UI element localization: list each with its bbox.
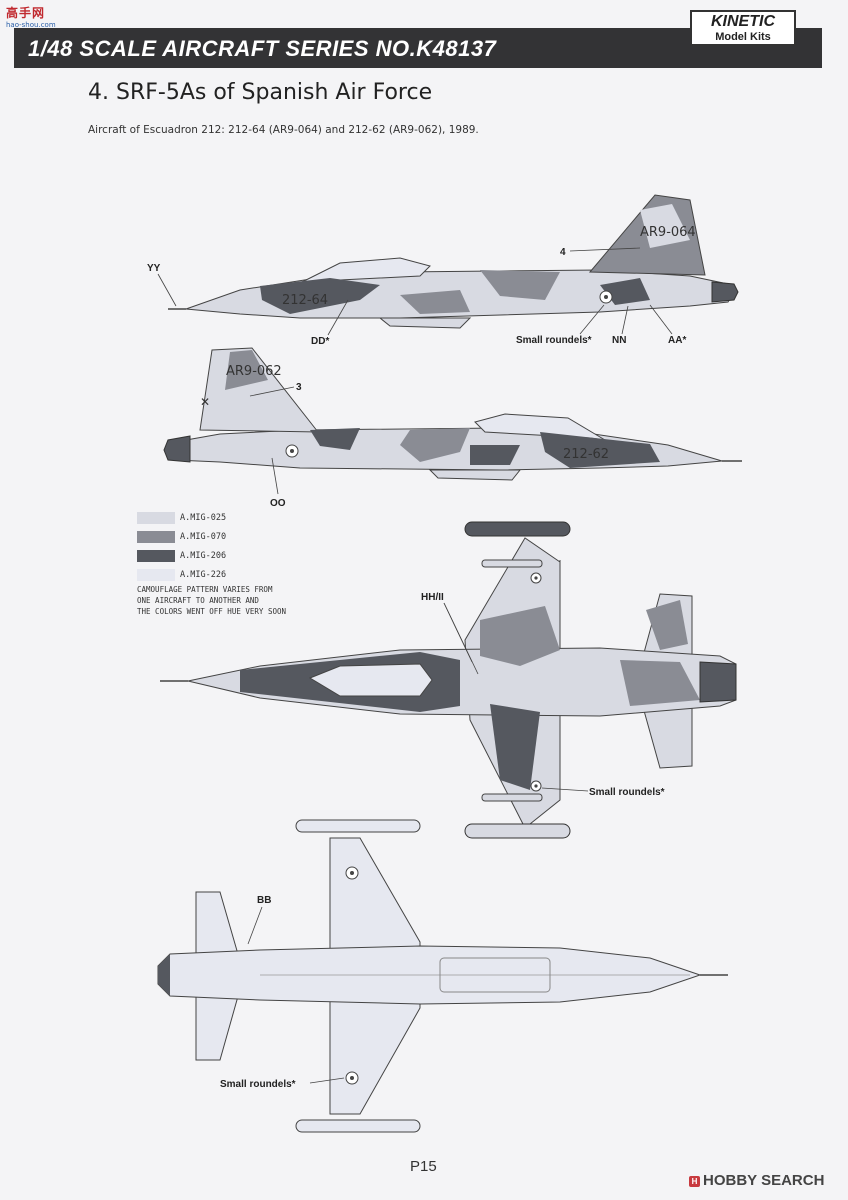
callout-4: 4: [560, 247, 566, 258]
side-view-right-profile: ✕ 212-62 AR9-062: [163, 347, 742, 481]
camouflage-note: CAMOUFLAGE PATTERN VARIES FROM ONE AIRCR…: [137, 585, 287, 616]
svg-text:✕: ✕: [200, 395, 210, 409]
legend-item: A.MIG-070: [137, 527, 226, 546]
callout-oo: OO: [270, 498, 286, 509]
hobby-search-icon: H: [689, 1176, 700, 1187]
bottom-view-planform: [157, 819, 728, 1133]
side-view-left-profile: 212-64 AR9-064: [168, 194, 739, 329]
scheme-title: 4. SRF-5As of Spanish Air Force: [88, 80, 433, 105]
kinetic-logo: KINETIC Model Kits: [690, 10, 796, 46]
color-swatch: [137, 568, 175, 581]
brand-subtitle: Model Kits: [715, 31, 771, 43]
callout-yy: YY: [147, 263, 161, 274]
brand-name: KINETIC: [711, 13, 775, 30]
legend-item: A.MIG-226: [137, 565, 226, 584]
watermark-logo: 高手网 hao-shou.com: [6, 6, 56, 29]
registration-side-1: 212-64: [282, 293, 328, 308]
tail-code-1: AR9-064: [640, 225, 696, 240]
callout-dd: DD*: [311, 336, 329, 347]
callout-small-roundels-2: Small roundels*: [589, 787, 665, 798]
series-header-bar: [14, 28, 822, 68]
callout-3: 3: [296, 382, 302, 393]
legend-item: A.MIG-206: [137, 546, 226, 565]
hobby-search-text: HOBBY SEARCH: [703, 1172, 825, 1189]
callout-nn: NN: [612, 335, 626, 346]
top-view-planform: [160, 521, 737, 839]
callout-hh-ii: HH/II: [421, 592, 444, 603]
registration-side-2: 212-62: [563, 447, 609, 462]
callout-small-roundels-3: Small roundels*: [220, 1079, 296, 1090]
color-swatch: [137, 530, 175, 543]
legend-item: A.MIG-025: [137, 508, 226, 527]
series-title: 1/48 SCALE AIRCRAFT SERIES NO.K48137: [28, 36, 497, 61]
paint-legend: A.MIG-025 A.MIG-070 A.MIG-206 A.MIG-226: [137, 508, 226, 584]
color-swatch: [137, 511, 175, 524]
page-number: P15: [410, 1158, 437, 1175]
tail-code-2: AR9-062: [226, 364, 282, 379]
callout-aa: AA*: [668, 335, 686, 346]
scheme-description: Aircraft of Escuadron 212: 212-64 (AR9-0…: [88, 124, 479, 136]
callout-bb: BB: [257, 895, 271, 906]
color-swatch: [137, 549, 175, 562]
callout-small-roundels-1: Small roundels*: [516, 335, 592, 346]
